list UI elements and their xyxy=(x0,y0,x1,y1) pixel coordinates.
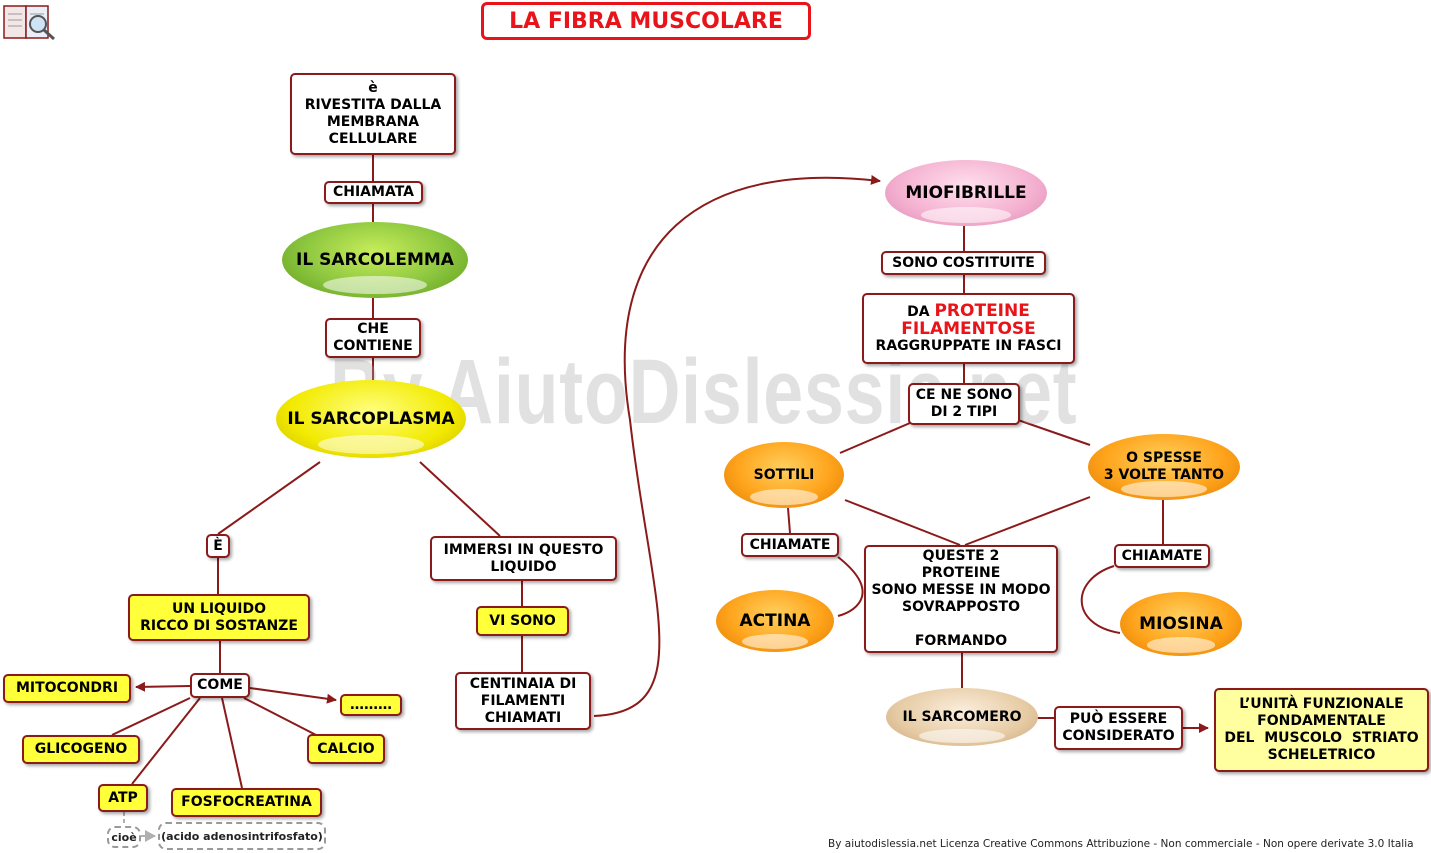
queste-box: QUESTE 2 PROTEINE SONO MESSE IN MODO SOV… xyxy=(864,545,1058,653)
calcio-box: CALCIO xyxy=(307,734,385,764)
raggruppate-text: RAGGRUPPATE IN FASCI xyxy=(875,337,1062,354)
spesse-line: 3 VOLTE TANTO xyxy=(1103,467,1225,483)
sottili-node: SOTTILI xyxy=(724,442,844,508)
che-contiene-label: CHE CONTIENE xyxy=(325,318,421,358)
filamentose-text: FILAMENTOSE xyxy=(901,318,1036,339)
atp-box: ATP xyxy=(98,784,148,812)
unita-line: DEL MUSCOLO STRIATO xyxy=(1224,730,1419,746)
che-contiene-line: CONTIENE xyxy=(333,338,413,354)
proteine-box: DA PROTEINE FILAMENTOSE RAGGRUPPATE IN F… xyxy=(862,293,1075,364)
actina-node: ACTINA xyxy=(716,590,834,652)
centinaia-line: FILAMENTI xyxy=(480,692,566,709)
unita-line: SCHELETRICO xyxy=(1267,747,1376,763)
ce-ne-sono-line: CE NE SONO xyxy=(915,387,1013,403)
centinaia-box: CENTINAIA DI FILAMENTI CHIAMATI xyxy=(455,672,591,730)
chiamate-right-label: CHIAMATE xyxy=(1114,544,1210,568)
page-title: LA FIBRA MUSCOLARE xyxy=(481,2,811,40)
atp-definition: (acido adenosintrifosfato) xyxy=(158,822,326,850)
sarcolemma-node: IL SARCOLEMMA xyxy=(282,222,468,298)
dots-box: ……… xyxy=(340,694,402,716)
centinaia-line: CHIAMATI xyxy=(484,709,562,726)
spesse-line: O SPESSE xyxy=(1126,450,1202,466)
vi-sono-box: VI SONO xyxy=(476,606,569,636)
membrana-line: RIVESTITA DALLA xyxy=(304,97,442,113)
miosina-node: MIOSINA xyxy=(1120,592,1242,656)
centinaia-line: CENTINAIA DI xyxy=(469,675,577,692)
ce-ne-sono-line: DI 2 TIPI xyxy=(930,404,998,420)
miofibrille-node: MIOFIBRILLE xyxy=(885,160,1047,226)
license-footer: By aiutodislessia.net Licenza Creative C… xyxy=(828,838,1414,850)
liquido-line: RICCO DI SOSTANZE xyxy=(140,617,298,634)
sottili-label: SOTTILI xyxy=(753,466,815,483)
membrana-line: CELLULARE xyxy=(328,131,418,147)
sarcoplasma-label: IL SARCOPLASMA xyxy=(287,408,455,429)
puo-essere-line: CONSIDERATO xyxy=(1062,728,1175,744)
fosfocreatina-box: FOSFOCREATINA xyxy=(171,788,322,817)
sarcolemma-label: IL SARCOLEMMA xyxy=(296,249,454,270)
puo-essere-label: PUÒ ESSERE CONSIDERATO xyxy=(1054,706,1183,750)
sono-costituite-label: SONO COSTITUITE xyxy=(881,251,1046,275)
come-label: COME xyxy=(190,673,250,698)
da-text: DA xyxy=(907,303,930,320)
queste-line: FORMANDO xyxy=(914,633,1008,649)
actina-label: ACTINA xyxy=(739,610,811,631)
sarcomero-node: IL SARCOMERO xyxy=(886,688,1038,746)
ce-ne-sono-label: CE NE SONO DI 2 TIPI xyxy=(908,383,1020,425)
sarcomero-label: IL SARCOMERO xyxy=(902,708,1022,725)
spesse-node: O SPESSE 3 VOLTE TANTO xyxy=(1088,434,1240,500)
puo-essere-line: PUÒ ESSERE xyxy=(1069,711,1168,727)
queste-line: QUESTE 2 xyxy=(922,548,1000,564)
che-contiene-line: CHE xyxy=(357,321,389,337)
unita-line: FONDAMENTALE xyxy=(1257,713,1386,729)
mitocondri-box: MITOCONDRI xyxy=(3,674,131,703)
membrana-line: è xyxy=(368,80,378,96)
unita-line: L’UNITÀ FUNZIONALE xyxy=(1239,696,1404,712)
proteine-text: PROTEINE xyxy=(934,300,1030,321)
glicogeno-box: GLICOGENO xyxy=(22,735,140,764)
miofibrille-label: MIOFIBRILLE xyxy=(905,182,1027,203)
proteine-row: DA PROTEINE xyxy=(907,300,1030,321)
immersi-line: IMMERSI IN QUESTO xyxy=(443,541,604,558)
membrana-line: MEMBRANA xyxy=(326,114,420,130)
e-label: È xyxy=(206,534,230,558)
liquido-line: UN LIQUIDO xyxy=(171,600,267,617)
queste-line: SONO MESSE IN MODO xyxy=(871,582,1051,598)
chiamate-left-label: CHIAMATE xyxy=(741,533,839,557)
book-magnifier-icon xyxy=(3,5,56,41)
chiamata-label: CHIAMATA xyxy=(324,181,423,204)
unita-box: L’UNITÀ FUNZIONALE FONDAMENTALE DEL MUSC… xyxy=(1214,688,1429,772)
immersi-box: IMMERSI IN QUESTO LIQUIDO xyxy=(430,536,617,581)
immersi-line: LIQUIDO xyxy=(490,558,557,575)
membrana-box: è RIVESTITA DALLA MEMBRANA CELLULARE xyxy=(290,73,456,155)
queste-line: PROTEINE xyxy=(921,565,1001,581)
sarcoplasma-node: IL SARCOPLASMA xyxy=(276,380,466,458)
cioe-label: cioè xyxy=(107,826,141,848)
queste-line: SOVRAPPOSTO xyxy=(901,599,1020,615)
liquido-box: UN LIQUIDO RICCO DI SOSTANZE xyxy=(128,594,310,641)
miosina-label: MIOSINA xyxy=(1139,613,1223,634)
